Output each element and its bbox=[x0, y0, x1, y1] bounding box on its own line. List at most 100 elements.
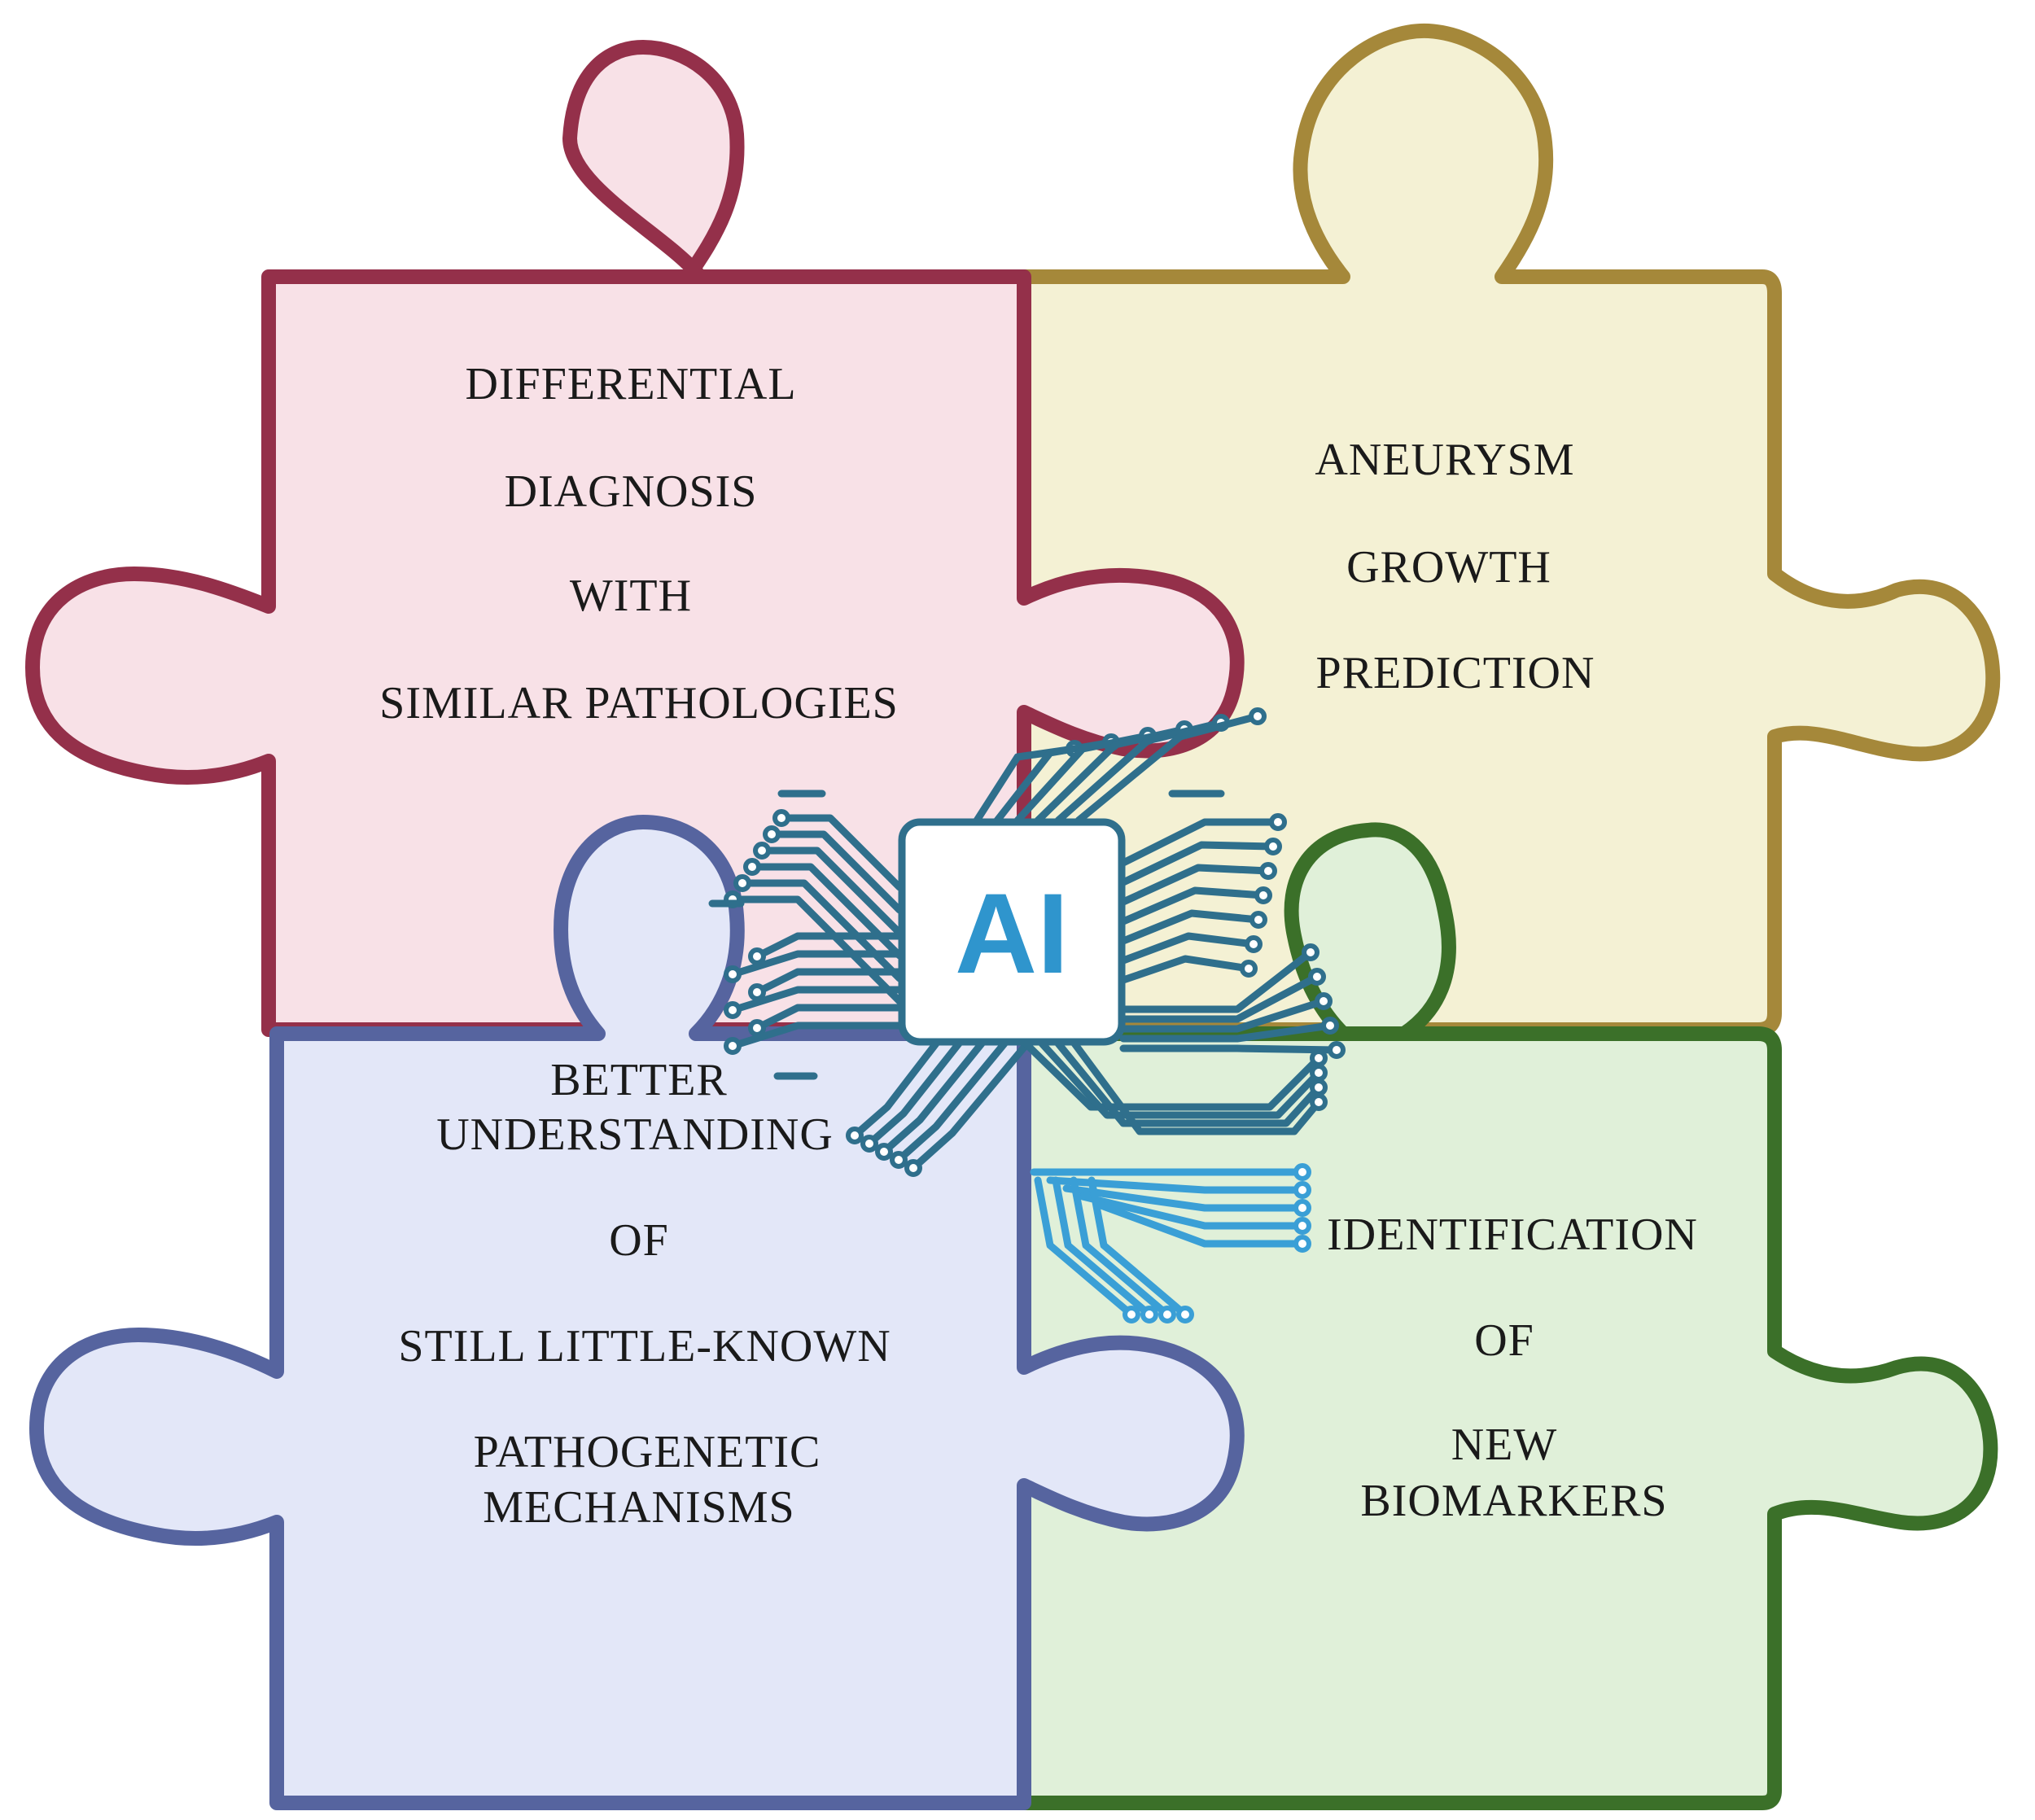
label-top-left-1: DIFFERENTIAL bbox=[465, 359, 796, 409]
circuit-node bbox=[1140, 1306, 1158, 1323]
circuit-trace bbox=[753, 968, 904, 996]
circuit-trace bbox=[1074, 712, 1262, 825]
circuit-trace bbox=[1054, 1039, 1323, 1127]
circuit-node bbox=[1293, 1235, 1311, 1253]
label-bottom-left-5: PATHOGENETIC bbox=[474, 1427, 821, 1477]
label-top-right-2: GROWTH bbox=[1346, 542, 1551, 593]
circuit-trace bbox=[880, 1039, 986, 1156]
circuit-node bbox=[1293, 1181, 1311, 1199]
circuit-trace bbox=[1119, 886, 1267, 925]
circuit-node bbox=[1259, 862, 1277, 880]
puzzle-piece-top-left bbox=[25, 40, 1245, 1037]
circuit-node bbox=[743, 858, 761, 876]
circuit-node bbox=[1310, 1078, 1328, 1096]
label-bottom-left-6: MECHANISMS bbox=[483, 1482, 794, 1533]
circuit-trace bbox=[1046, 1176, 1306, 1194]
circuit-trace bbox=[729, 1022, 904, 1050]
circuit-node bbox=[748, 983, 766, 1001]
circuit-node bbox=[1315, 992, 1333, 1010]
circuit-node bbox=[724, 965, 742, 983]
circuit-trace bbox=[1079, 1192, 1306, 1230]
circuit-trace bbox=[895, 1039, 1009, 1164]
circuit-trace bbox=[768, 830, 904, 914]
circuit-node bbox=[763, 825, 781, 843]
circuit-node bbox=[1308, 968, 1326, 986]
circuit-trace bbox=[1119, 948, 1315, 1013]
circuit-trace bbox=[1119, 1044, 1341, 1054]
circuit-node bbox=[1176, 1306, 1194, 1323]
ai-chip: AI bbox=[898, 818, 1126, 1046]
puzzle-piece-top-right bbox=[1017, 23, 2001, 1037]
ai-chip-box bbox=[898, 818, 1126, 1046]
circuit-trace bbox=[1034, 1176, 1136, 1319]
circuit-trace bbox=[1119, 909, 1263, 945]
circuit-node bbox=[724, 1037, 742, 1055]
puzzle-piece-bottom-right bbox=[1017, 822, 1998, 1810]
label-top-right-3: PREDICTION bbox=[1316, 648, 1595, 698]
circuit-node bbox=[1310, 1049, 1328, 1067]
circuit-node bbox=[748, 947, 766, 965]
circuit-trace bbox=[1038, 1039, 1323, 1119]
label-bottom-right-3: NEW bbox=[1451, 1420, 1558, 1470]
circuit-trace bbox=[777, 814, 904, 891]
circuit-node bbox=[724, 1001, 742, 1019]
circuit-trace bbox=[753, 932, 904, 960]
circuit-node bbox=[1264, 838, 1282, 855]
circuit-node bbox=[904, 1159, 922, 1177]
circuit-node bbox=[748, 1019, 766, 1037]
label-top-left-3: WITH bbox=[570, 571, 692, 621]
circuit-node bbox=[753, 842, 771, 860]
circuit-node bbox=[860, 1135, 878, 1153]
circuit-trace bbox=[1119, 932, 1258, 965]
circuit-trace bbox=[1119, 841, 1277, 886]
circuit-traces bbox=[708, 707, 1346, 1323]
label-bottom-right-4: BIOMARKERS bbox=[1360, 1476, 1667, 1526]
circuit-trace bbox=[909, 1039, 1031, 1172]
circuit-node bbox=[1302, 943, 1319, 961]
label-bottom-right-1: IDENTIFICATION bbox=[1327, 1210, 1698, 1260]
circuit-node bbox=[1249, 911, 1267, 929]
circuit-trace bbox=[1119, 818, 1282, 867]
circuit-trace bbox=[758, 847, 904, 937]
circuit-trace bbox=[1022, 1039, 1323, 1111]
circuit-node bbox=[1293, 1217, 1311, 1235]
circuit-node bbox=[1310, 1093, 1328, 1111]
circuit-trace bbox=[729, 986, 904, 1014]
circuit-trace bbox=[865, 1039, 963, 1148]
circuit-trace bbox=[729, 950, 904, 978]
label-bottom-right-2: OF bbox=[1474, 1315, 1534, 1366]
circuit-node bbox=[1328, 1041, 1346, 1059]
circuit-trace bbox=[1119, 997, 1328, 1033]
label-bottom-left-4: STILL LITTLE-KNOWN bbox=[398, 1321, 891, 1372]
circuit-node bbox=[1321, 1017, 1339, 1035]
circuit-node bbox=[875, 1143, 893, 1161]
circuit-node bbox=[1293, 1199, 1311, 1217]
circuit-node bbox=[1293, 1163, 1311, 1181]
circuit-node bbox=[890, 1151, 908, 1169]
circuit-node bbox=[846, 1127, 864, 1144]
label-top-left-4: SIMILAR PATHOLOGIES bbox=[379, 678, 899, 728]
circuit-node bbox=[1249, 707, 1267, 725]
circuit-trace bbox=[753, 1004, 904, 1032]
circuit-trace bbox=[1070, 1176, 1171, 1319]
circuit-trace bbox=[1052, 1176, 1153, 1319]
circuit-trace bbox=[729, 895, 904, 1005]
circuit-trace bbox=[1070, 1039, 1323, 1135]
circuit-node bbox=[1310, 1064, 1328, 1082]
circuit-node bbox=[1158, 1306, 1176, 1323]
label-bottom-left-1: BETTER bbox=[550, 1055, 728, 1105]
circuit-trace bbox=[1095, 1201, 1306, 1248]
circuit-trace bbox=[738, 879, 904, 982]
circuit-node bbox=[1245, 935, 1263, 953]
circuit-node bbox=[772, 809, 790, 827]
circuit-trace bbox=[1119, 973, 1321, 1023]
circuit-node bbox=[1269, 813, 1287, 831]
label-top-left-2: DIAGNOSIS bbox=[505, 466, 758, 517]
circuit-node bbox=[1123, 1306, 1140, 1323]
circuit-node bbox=[1254, 886, 1272, 904]
ai-label: AI bbox=[955, 869, 1069, 997]
circuit-trace bbox=[1119, 955, 1253, 984]
circuit-trace bbox=[748, 863, 904, 960]
circuit-trace bbox=[1119, 1022, 1334, 1043]
